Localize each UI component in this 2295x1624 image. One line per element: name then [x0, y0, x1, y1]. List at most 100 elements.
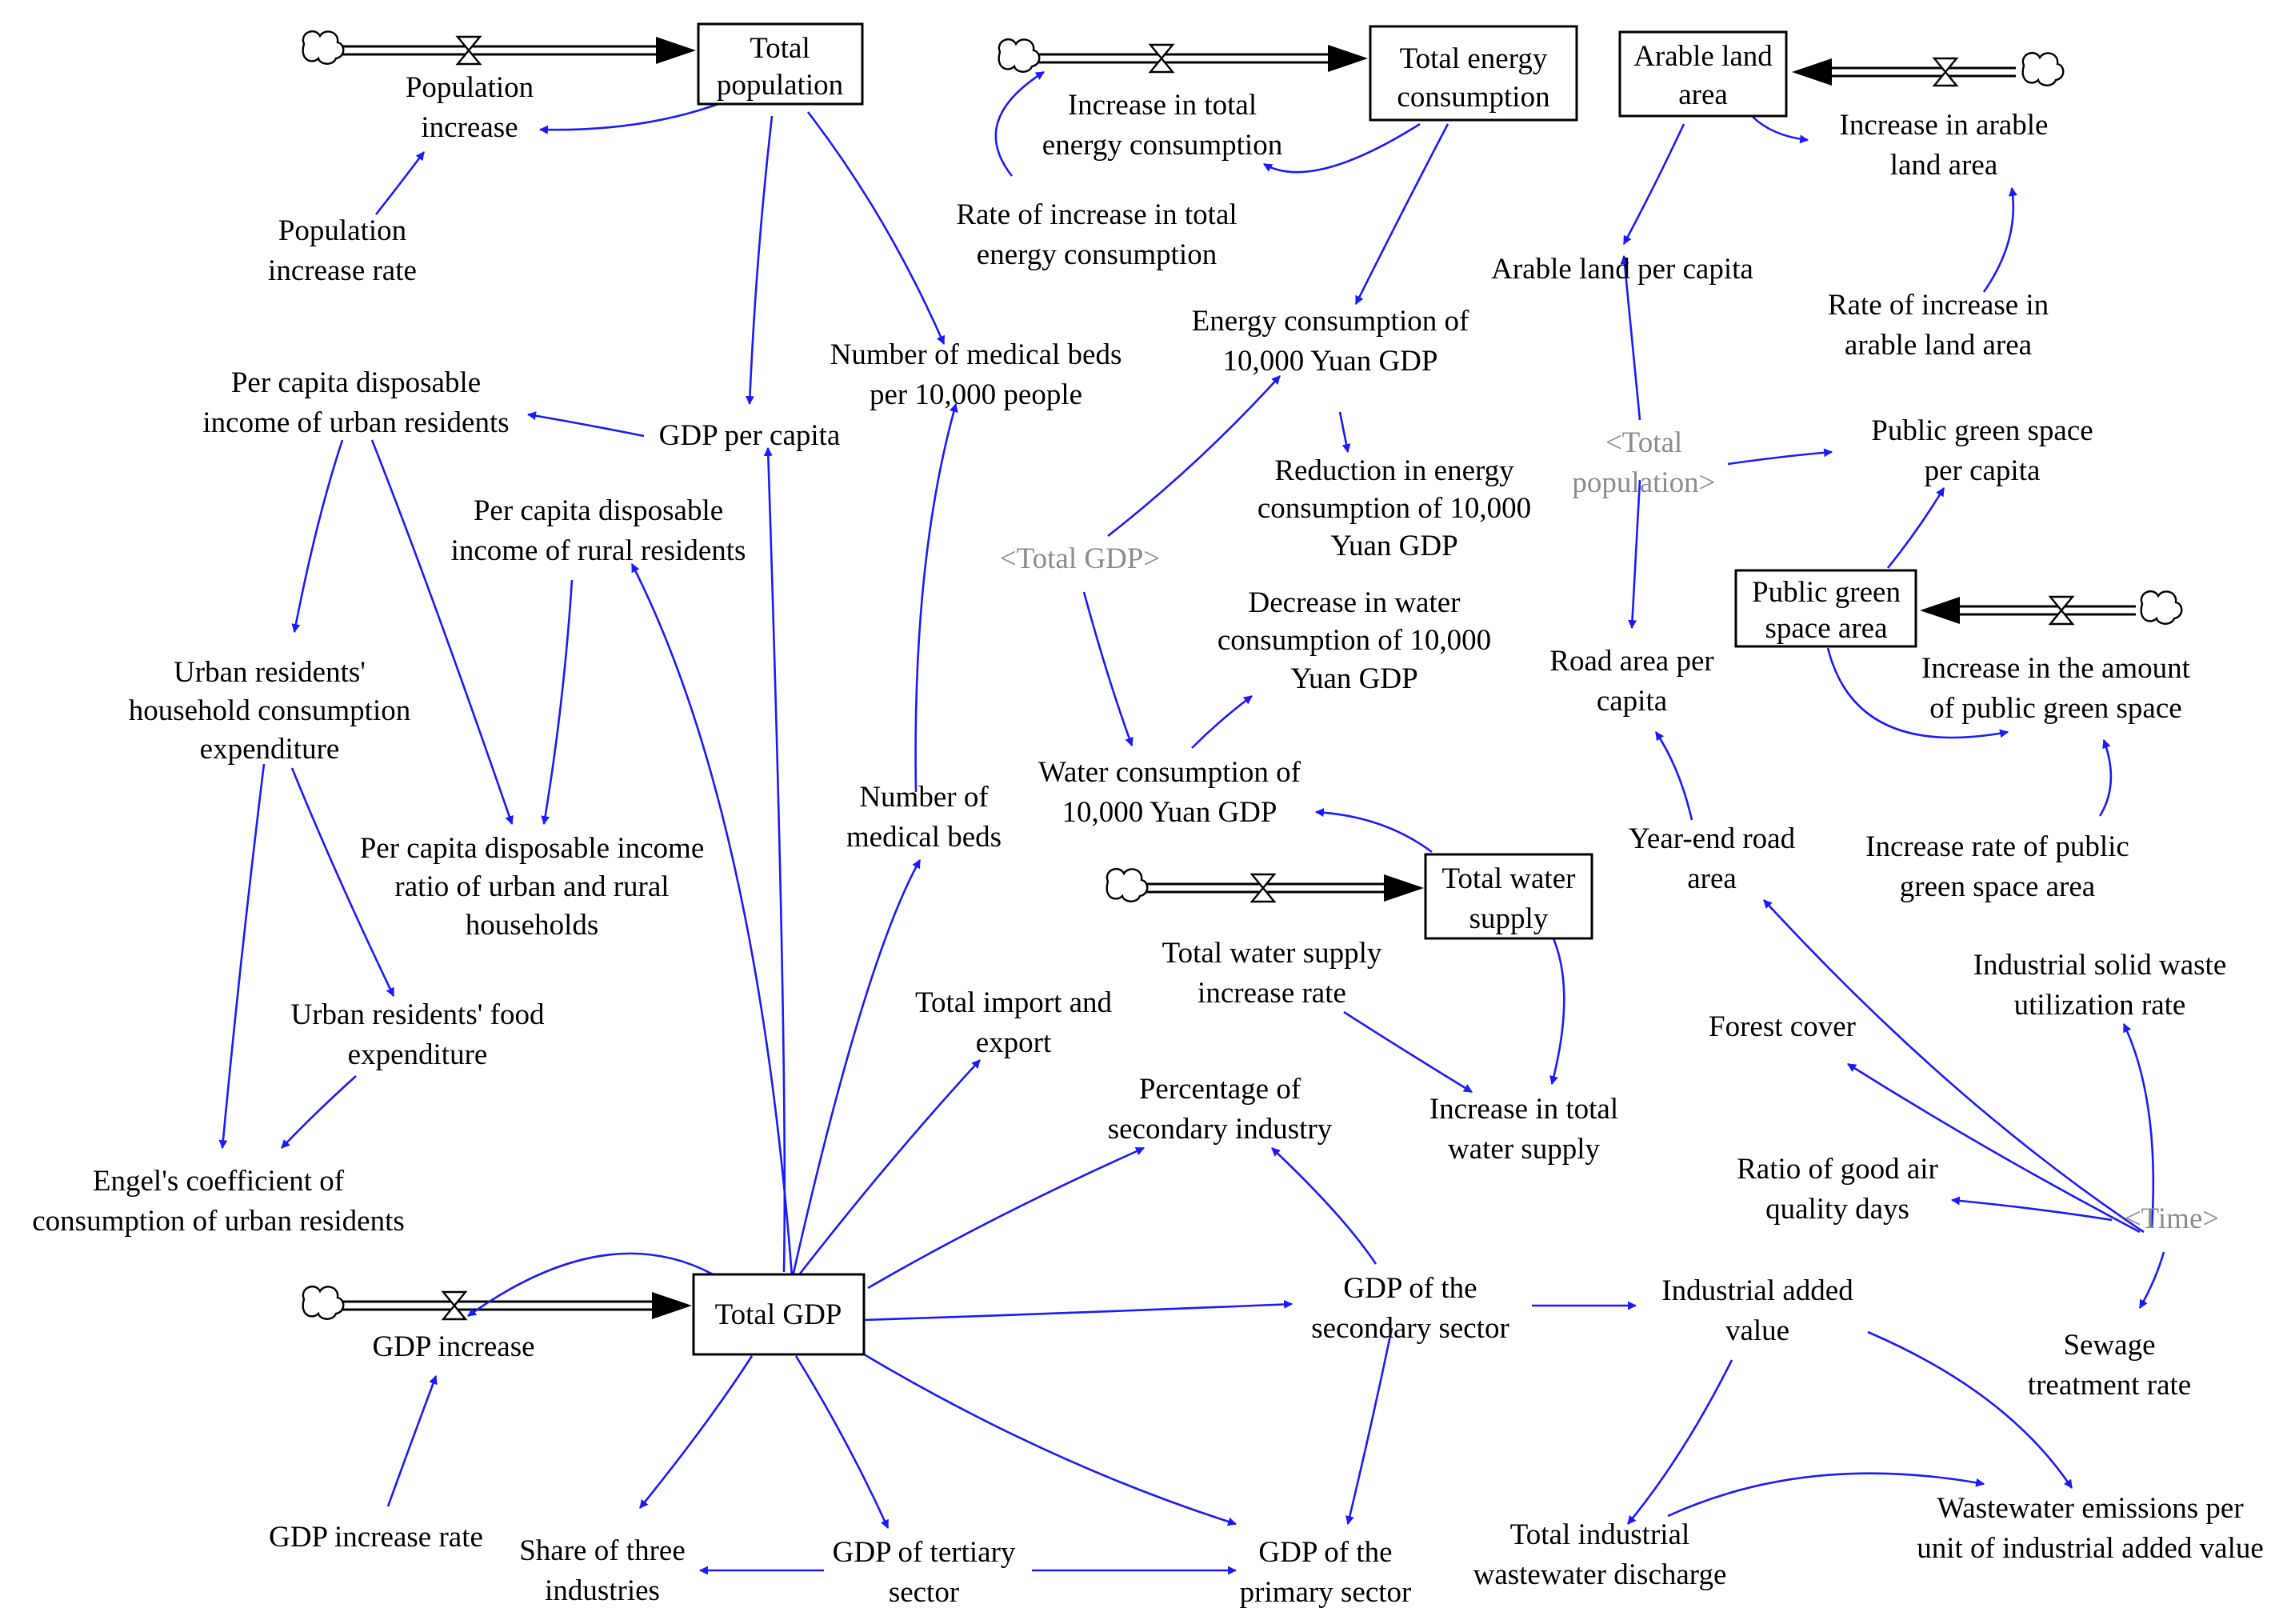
stock-label: Public green [1752, 576, 1901, 609]
var-increase-total-energy[interactable]: Increase in total energy consumption [1042, 89, 1282, 162]
var-gdp-increase-rate[interactable]: GDP increase rate [269, 1521, 483, 1554]
shadow-time[interactable]: <Time> [2125, 1202, 2220, 1235]
stock-label: Total energy [1400, 42, 1548, 75]
var-arable-land-per-capita[interactable]: Arable land per capita [1491, 253, 1753, 286]
var-urban-household-consumption[interactable]: Urban residents' household consumption e… [129, 656, 411, 766]
var-forest-cover[interactable]: Forest cover [1709, 1010, 1856, 1043]
svg-text:Arable land per capita: Arable land per capita [1491, 253, 1753, 286]
var-population-increase[interactable]: Population increase [406, 71, 534, 144]
energy-flow-pipe [998, 38, 1368, 74]
svg-text:Reduction in energy: Reduction in energy [1274, 454, 1514, 487]
valve-icon [455, 35, 482, 66]
var-engel-coefficient[interactable]: Engel's coefficient of consumption of ur… [32, 1165, 405, 1238]
svg-text:area: area [1687, 862, 1737, 895]
var-rural-income[interactable]: Per capita disposable income of rural re… [451, 494, 746, 567]
svg-text:GDP increase: GDP increase [372, 1330, 534, 1363]
var-good-air-days[interactable]: Ratio of good air quality days [1737, 1153, 1938, 1226]
svg-text:Public green space: Public green space [1871, 414, 2093, 447]
shadow-total-gdp[interactable]: <Total GDP> [1000, 542, 1161, 575]
svg-text:consumption of 10,000: consumption of 10,000 [1257, 492, 1531, 525]
var-gdp-per-capita[interactable]: GDP per capita [659, 419, 841, 452]
svg-text:Yuan GDP: Yuan GDP [1290, 662, 1417, 695]
var-population-increase-rate[interactable]: Population increase rate [268, 214, 417, 287]
var-gdp-tertiary[interactable]: GDP of tertiary sector [833, 1536, 1016, 1609]
svg-text:Total water supply: Total water supply [1162, 937, 1382, 970]
svg-text:Water consumption of: Water consumption of [1038, 756, 1301, 789]
stock-label: area [1678, 78, 1728, 111]
var-public-green-per-capita[interactable]: Public green space per capita [1871, 414, 2093, 487]
svg-text:Share of three: Share of three [519, 1534, 686, 1567]
svg-text:consumption of 10,000: consumption of 10,000 [1217, 624, 1491, 657]
svg-text:Urban residents' food: Urban residents' food [291, 998, 545, 1031]
population-flow-pipe [302, 30, 696, 66]
var-gdp-secondary[interactable]: GDP of the secondary sector [1311, 1272, 1509, 1345]
source-cloud-icon [998, 38, 1041, 73]
source-cloud-icon [302, 1286, 345, 1320]
var-energy-per-10000-gdp[interactable]: Energy consumption of 10,000 Yuan GDP [1192, 305, 1469, 378]
var-urban-food-expenditure[interactable]: Urban residents' food expenditure [291, 998, 545, 1071]
svg-text:Per capita disposable income: Per capita disposable income [360, 832, 705, 865]
shadow-variables: <Total GDP> <Total population> <Time> [1000, 426, 2220, 1235]
var-income-ratio[interactable]: Per capita disposable income ratio of ur… [360, 832, 705, 942]
svg-text:arable land area: arable land area [1845, 329, 2032, 362]
var-increase-public-green[interactable]: Increase in the amount of public green s… [1921, 652, 2191, 725]
svg-text:Increase rate of public: Increase rate of public [1865, 830, 2129, 863]
svg-text:ratio of urban and rural: ratio of urban and rural [394, 870, 669, 903]
var-water-per-10000-gdp[interactable]: Water consumption of 10,000 Yuan GDP [1038, 756, 1301, 829]
svg-text:per capita: per capita [1925, 454, 2041, 487]
svg-text:10,000 Yuan GDP: 10,000 Yuan GDP [1223, 345, 1438, 378]
var-share-three-industries[interactable]: Share of three industries [519, 1534, 686, 1607]
stock-arable-land-area[interactable]: Arable land area [1618, 30, 1788, 118]
var-rate-increase-arable-land[interactable]: Rate of increase in arable land area [1828, 289, 2049, 362]
var-road-area-per-capita[interactable]: Road area per capita [1549, 645, 1713, 718]
valve-icon [2048, 595, 2075, 626]
stock-total-energy-consumption[interactable]: Total energy consumption [1369, 25, 1578, 122]
svg-text:Forest cover: Forest cover [1709, 1010, 1856, 1043]
var-total-import-export[interactable]: Total import and export [915, 986, 1113, 1059]
var-total-industrial-wastewater[interactable]: Total industrial wastewater discharge [1473, 1518, 1727, 1591]
svg-text:Rate of increase in total: Rate of increase in total [956, 198, 1237, 231]
svg-text:export: export [976, 1026, 1052, 1059]
var-increase-arable-land[interactable]: Increase in arable land area [1840, 109, 2049, 182]
svg-text:<Total GDP>: <Total GDP> [1000, 542, 1161, 575]
var-increase-rate-public-green[interactable]: Increase rate of public green space area [1865, 830, 2129, 903]
var-year-end-road-area[interactable]: Year-end road area [1629, 822, 1796, 895]
water-flow-pipe [1106, 868, 1424, 903]
valve-icon [441, 1290, 468, 1321]
var-decrease-water[interactable]: Decrease in water consumption of 10,000 … [1217, 586, 1491, 695]
var-industrial-added-value[interactable]: Industrial added value [1661, 1274, 1853, 1347]
svg-text:Urban residents': Urban residents' [174, 656, 366, 689]
var-rate-increase-total-energy[interactable]: Rate of increase in total energy consump… [956, 198, 1237, 271]
svg-text:treatment rate: treatment rate [2028, 1369, 2191, 1402]
var-number-medical-beds[interactable]: Number of medical beds [846, 781, 1002, 854]
var-sewage-treatment[interactable]: Sewage treatment rate [2028, 1329, 2191, 1402]
var-water-supply-increase-rate[interactable]: Total water supply increase rate [1162, 937, 1382, 1010]
svg-text:Per capita disposable: Per capita disposable [474, 494, 723, 527]
shadow-total-population[interactable]: <Total population> [1572, 426, 1715, 499]
svg-text:Percentage of: Percentage of [1139, 1073, 1301, 1106]
var-medical-beds-per-10000[interactable]: Number of medical beds per 10,000 people [830, 338, 1122, 411]
stock-public-green-space-area[interactable]: Public green space area [1734, 569, 1917, 648]
var-reduction-energy[interactable]: Reduction in energy consumption of 10,00… [1257, 454, 1531, 562]
gdp-flow-pipe [302, 1286, 692, 1321]
svg-text:income of rural residents: income of rural residents [451, 534, 746, 567]
var-industrial-solid-waste[interactable]: Industrial solid waste utilization rate [1973, 949, 2227, 1022]
var-urban-income[interactable]: Per capita disposable income of urban re… [202, 366, 509, 439]
svg-text:expenditure: expenditure [200, 733, 340, 766]
var-wastewater-per-unit[interactable]: Wastewater emissions per unit of industr… [1917, 1492, 2264, 1565]
svg-text:household consumption: household consumption [129, 694, 411, 727]
stock-total-water-supply[interactable]: Total water supply [1424, 853, 1593, 940]
var-gdp-increase[interactable]: GDP increase [372, 1330, 534, 1363]
svg-text:increase rate: increase rate [268, 254, 417, 287]
var-increase-total-water[interactable]: Increase in total water supply [1429, 1093, 1618, 1166]
stock-label: Total [750, 32, 810, 65]
svg-text:GDP of tertiary: GDP of tertiary [833, 1536, 1016, 1569]
stock-label: population [717, 69, 843, 102]
var-percentage-secondary[interactable]: Percentage of secondary industry [1108, 1073, 1333, 1146]
var-gdp-primary[interactable]: GDP of the primary sector [1240, 1536, 1412, 1609]
svg-text:sector: sector [889, 1576, 959, 1609]
svg-text:industries: industries [545, 1574, 660, 1607]
svg-text:Increase in total: Increase in total [1429, 1093, 1618, 1126]
stock-total-population[interactable]: Total population [697, 22, 864, 106]
stock-total-gdp[interactable]: Total GDP [692, 1273, 866, 1356]
